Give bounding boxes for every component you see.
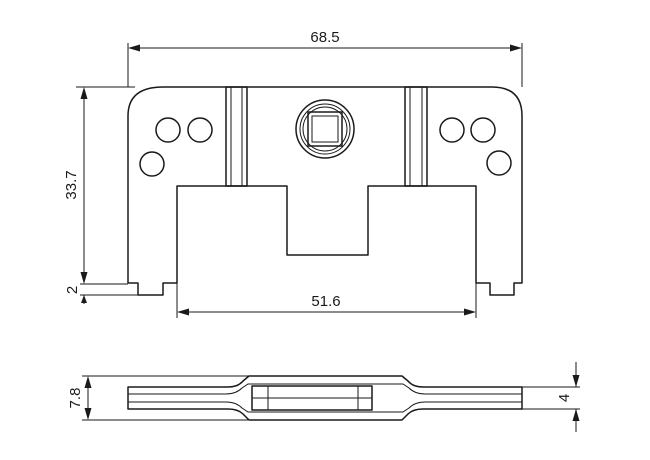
square-boss xyxy=(295,99,355,159)
dimension-label-height: 33.7 xyxy=(63,170,80,199)
side-view: 7.8 4 xyxy=(67,362,580,432)
dimension-height: 33.7 xyxy=(63,86,135,284)
dimension-label-foot-thickness: 2 xyxy=(64,286,81,294)
side-profile-inner xyxy=(128,383,522,395)
dimension-slot-width: 51.6 xyxy=(176,283,477,318)
dimension-overall-width: 68.5 xyxy=(127,29,523,87)
mounting-hole xyxy=(470,117,496,143)
mounting-hole xyxy=(155,117,181,143)
dimension-label-end-thickness: 4 xyxy=(556,394,573,402)
top-view: 68.5 33.7 2 51.6 xyxy=(63,29,523,318)
dimension-overall-thickness: 7.8 xyxy=(67,375,249,421)
dimension-label-overall-thickness: 7.8 xyxy=(67,388,84,409)
dimension-foot-thickness: 2 xyxy=(64,283,138,304)
dimension-label-slot-width: 51.6 xyxy=(311,293,340,310)
mounting-hole xyxy=(486,150,512,176)
right-channel xyxy=(404,86,428,187)
mounting-hole xyxy=(187,117,213,143)
mounting-hole xyxy=(139,151,165,177)
dimension-label-overall-width: 68.5 xyxy=(310,29,339,46)
left-channel xyxy=(225,86,248,187)
dimension-end-thickness: 4 xyxy=(522,362,580,432)
part-outline xyxy=(127,86,523,296)
mounting-hole xyxy=(439,117,465,143)
